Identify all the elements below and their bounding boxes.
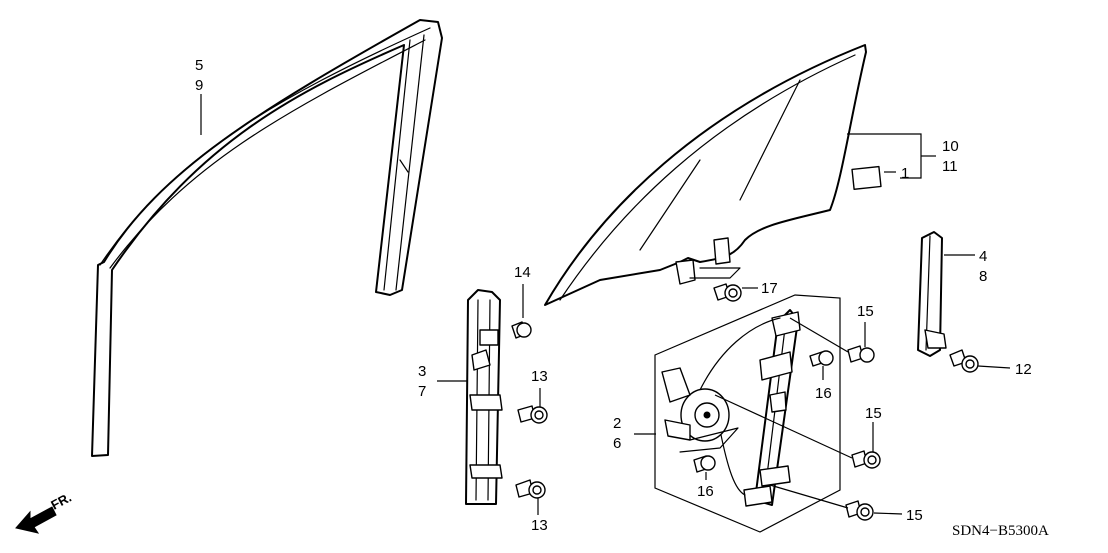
- callout-13-lower: 13: [531, 517, 548, 534]
- callout-7: 7: [418, 383, 426, 400]
- callout-1: 1: [901, 165, 909, 182]
- callout-4: 4: [979, 248, 987, 265]
- front-channel: [465, 289, 503, 505]
- channel-nut: [511, 321, 532, 339]
- callout-15-middle: 15: [865, 405, 882, 422]
- regulator-bolt-top: [847, 345, 875, 363]
- callout-16-lower: 16: [697, 483, 714, 500]
- diagram-code: SDN4−B5300A: [952, 523, 1049, 539]
- rear-channel-bolt: [949, 349, 979, 373]
- door-run-channel: [91, 19, 443, 457]
- front-arrow-icon: [15, 506, 57, 534]
- regulator-nut-lower: [693, 455, 716, 473]
- callout-15-top: 15: [857, 303, 874, 320]
- callout-6: 6: [613, 435, 621, 452]
- regulator-bolt-middle: [851, 450, 881, 469]
- front-direction-marker: FR.: [15, 490, 74, 534]
- rear-channel: [917, 231, 947, 357]
- window-regulator: [661, 309, 801, 507]
- callout-9: 9: [195, 77, 203, 94]
- glass-label-sticker: [851, 165, 882, 191]
- channel-bolt-upper: [517, 405, 548, 424]
- glass-bolt: [713, 283, 742, 302]
- callout-13-upper: 13: [531, 368, 548, 385]
- callout-15-bottom: 15: [906, 507, 923, 524]
- callout-3: 3: [418, 363, 426, 380]
- callout-12: 12: [1015, 361, 1032, 378]
- channel-bolt-lower: [515, 479, 546, 499]
- callout-5: 5: [195, 57, 203, 74]
- callout-14: 14: [514, 264, 531, 281]
- callout-10: 10: [942, 138, 959, 155]
- regulator-assembly-outline: [654, 294, 841, 533]
- callout-16-upper: 16: [815, 385, 832, 402]
- callout-11: 11: [942, 158, 958, 175]
- regulator-nut-upper: [809, 350, 834, 367]
- callout-labels: 5 9 10 11 1 14 17 4 8 3 7 13 13 15 16 15…: [195, 57, 1032, 534]
- callout-2: 2: [613, 415, 621, 432]
- callout-17: 17: [761, 280, 778, 297]
- callout-8: 8: [979, 268, 987, 285]
- regulator-bolt-bottom: [845, 500, 874, 521]
- door-glass: [544, 44, 867, 306]
- leader-lines: [200, 94, 1011, 515]
